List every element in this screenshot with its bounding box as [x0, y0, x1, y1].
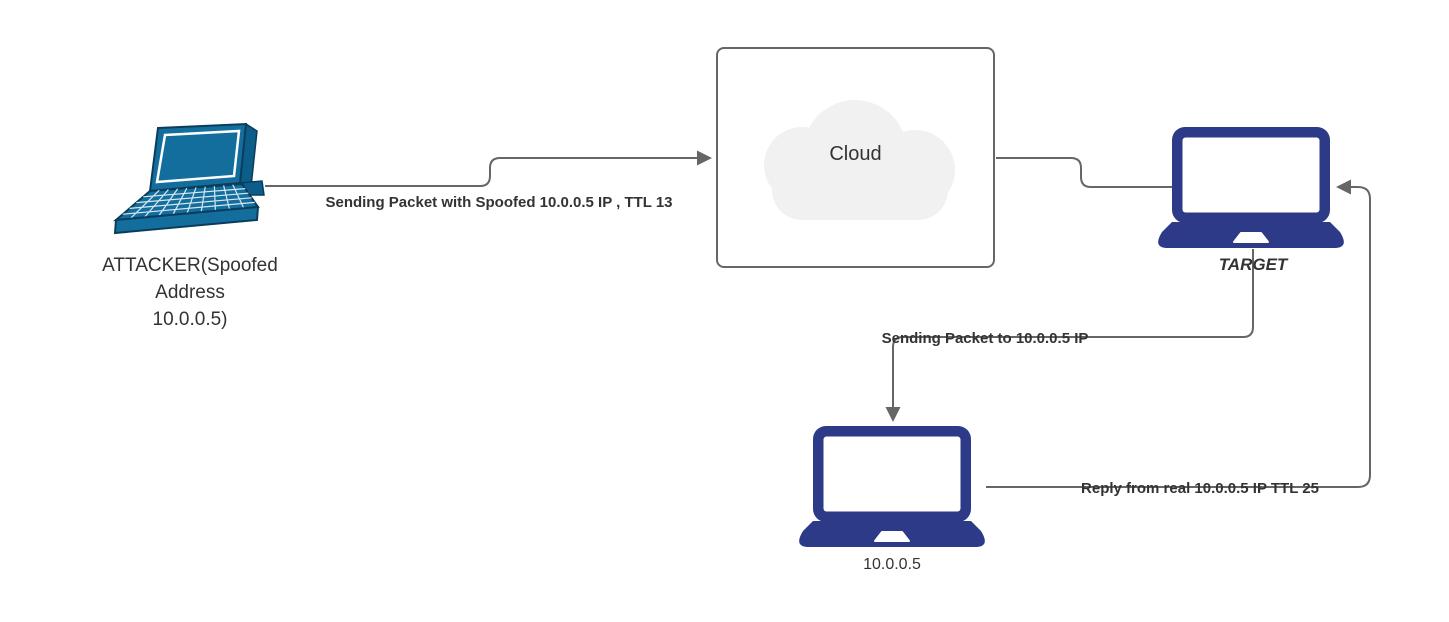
- edge-label-send-to-host: Sending Packet to 10.0.0.5 IP: [881, 330, 1089, 347]
- cloud-box: Cloud: [716, 47, 995, 268]
- connector-host-to-target-reply: [986, 179, 1371, 488]
- cloud-icon: [764, 100, 955, 220]
- target-node: [1155, 127, 1347, 249]
- real-host-label: 10.0.0.5: [863, 556, 921, 573]
- target-label: TARGET: [1218, 255, 1288, 274]
- laptop-icon: [799, 426, 985, 547]
- cloud-label: Cloud: [829, 143, 882, 165]
- attacker-node: [106, 121, 266, 237]
- edge-label-spoofed-packet: Sending Packet with Spoofed 10.0.0.5 IP …: [325, 194, 673, 211]
- connector-target-to-host: [885, 249, 1254, 422]
- connector-cloud-to-target: [996, 157, 1174, 188]
- edge-label-reply: Reply from real 10.0.0.5 IP TTL 25: [1081, 480, 1319, 497]
- laptop-3d-icon: [112, 122, 265, 235]
- attacker-label: ATTACKER(Spoofed Address 10.0.0.5): [102, 255, 278, 330]
- connector-attacker-to-cloud: [265, 150, 712, 187]
- laptop-icon: [1158, 127, 1344, 248]
- real-host-node: [796, 426, 988, 548]
